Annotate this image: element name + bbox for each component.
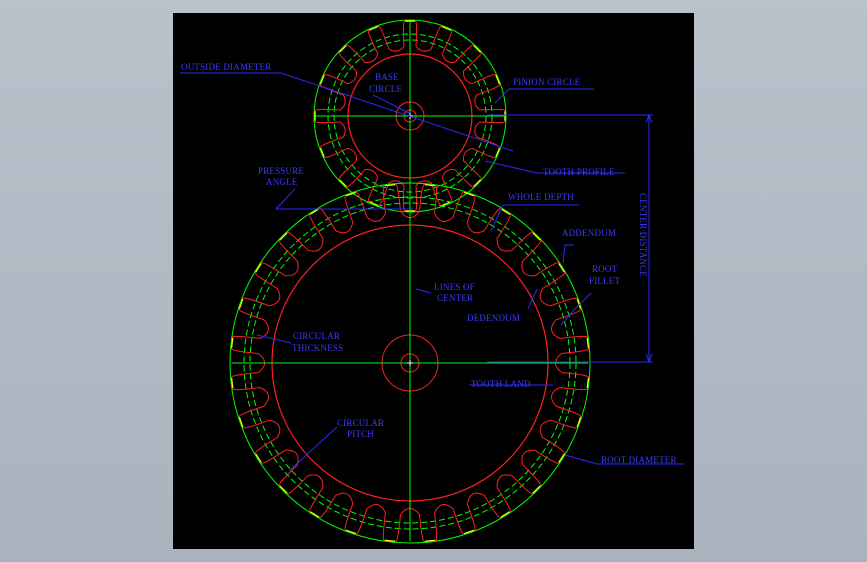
label-base-circle-2: CIRCLE xyxy=(369,84,403,94)
label-root-fillet-1: ROOT xyxy=(592,264,618,274)
leader-pressure-angle xyxy=(275,188,296,210)
leader-root-fillet xyxy=(560,292,592,326)
dimension-center-distance xyxy=(487,114,653,363)
leader-circular-pitch xyxy=(288,426,338,472)
leader-tooth-profile xyxy=(484,160,625,174)
label-circular-pitch-1: CIRCULAR xyxy=(337,418,384,428)
label-lines-of-center-2: CENTER xyxy=(437,293,473,303)
label-tooth-land: TOOTH LAND xyxy=(471,379,531,389)
leader-lines xyxy=(180,72,684,472)
gear-diagram: OUTSIDE DIAMETER BASE CIRCLE PINION CIRC… xyxy=(180,19,684,544)
leader-root-diameter xyxy=(564,454,684,465)
label-pinion-circle: PINION CIRCLE xyxy=(513,77,581,87)
leader-dedendum xyxy=(527,288,538,310)
label-whole-depth: WHOLE DEPTH xyxy=(508,192,574,202)
leader-whole-depth xyxy=(490,204,579,232)
dimension-arrow-bottom xyxy=(645,353,653,364)
label-outside-diameter: OUTSIDE DIAMETER xyxy=(181,62,271,72)
tooth-lands xyxy=(231,184,589,542)
label-circular-thickness-2: THICKNESS xyxy=(292,343,343,353)
leader-lines-of-center xyxy=(415,288,432,294)
leader-addendum xyxy=(562,244,574,264)
tooth-profiles xyxy=(314,20,506,212)
drawing-canvas: OUTSIDE DIAMETER BASE CIRCLE PINION CIRC… xyxy=(173,13,694,549)
label-circular-thickness-1: CIRCULAR xyxy=(293,331,340,341)
label-lines-of-center-1: LINES OF xyxy=(434,282,475,292)
label-center-distance: CENTER DISTANCE xyxy=(638,193,648,277)
leader-base-circle xyxy=(372,94,410,114)
label-pressure-angle-1: PRESSURE xyxy=(258,166,304,176)
labels: OUTSIDE DIAMETER BASE CIRCLE PINION CIRC… xyxy=(181,62,677,465)
label-circular-pitch-2: PITCH xyxy=(347,429,374,439)
leader-pinion-circle xyxy=(494,88,594,104)
outside-circle xyxy=(229,182,591,544)
label-dedendum: DEDENDUM xyxy=(467,313,520,323)
label-root-fillet-2: FILLET xyxy=(589,276,620,286)
label-base-circle-1: BASE xyxy=(375,72,399,82)
label-pressure-angle-2: ANGLE xyxy=(266,177,298,187)
dimension-arrow-top xyxy=(645,113,653,124)
label-root-diameter: ROOT DIAMETER xyxy=(601,455,677,465)
main-gear xyxy=(229,182,591,544)
tooth-profiles xyxy=(230,183,590,543)
leader-outside-diameter xyxy=(180,72,514,152)
label-tooth-profile: TOOTH PROFILE xyxy=(543,167,615,177)
leader-circular-thickness xyxy=(256,334,292,344)
label-addendum: ADDENDUM xyxy=(562,228,616,238)
